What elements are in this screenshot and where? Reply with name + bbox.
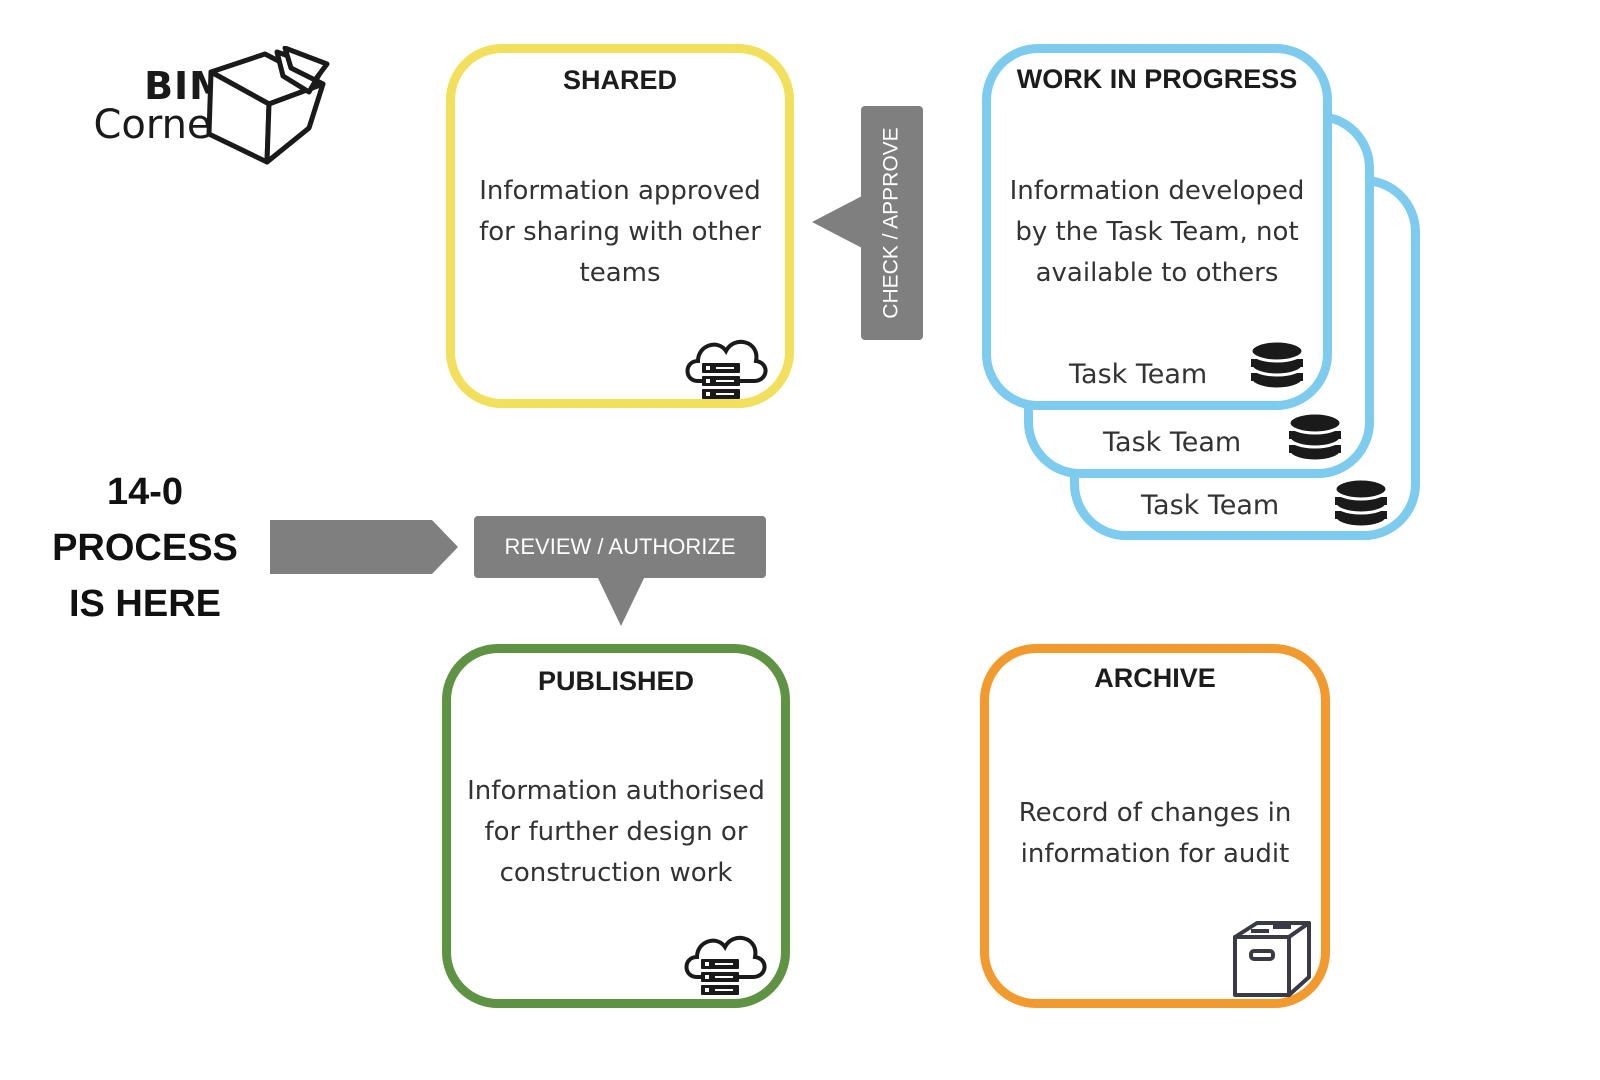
shared-desc-line2: for sharing with other bbox=[479, 217, 761, 247]
side-note-line2: PROCESS bbox=[52, 527, 238, 569]
check-approve-tag: CHECK / APPROVE bbox=[861, 106, 923, 340]
published-desc-line2: for further design or bbox=[484, 817, 748, 847]
task-team-label-3: Task Team bbox=[1141, 490, 1280, 521]
check-approve-pointer-icon bbox=[812, 196, 862, 248]
review-authorize-pointer-icon bbox=[596, 574, 646, 626]
archive-desc-line1: Record of changes in bbox=[1018, 798, 1292, 828]
logo: BIM Corner bbox=[40, 46, 340, 170]
published-desc-line1: Information authorised bbox=[467, 776, 765, 806]
archive-box-icon bbox=[1233, 921, 1311, 997]
task-team-label-2: Task Team bbox=[1103, 427, 1242, 458]
side-note-line1: 14-0 bbox=[106, 471, 184, 513]
archive-desc-line2: information for audit bbox=[1020, 839, 1290, 869]
side-note: 14-0 PROCESS IS HERE bbox=[40, 464, 250, 632]
wip-title: WORK IN PROGRESS bbox=[1016, 64, 1298, 94]
database-icon bbox=[1287, 411, 1343, 463]
logo-text-corner: Corner bbox=[93, 102, 228, 148]
process-arrow-icon bbox=[270, 520, 458, 574]
archive-description: Record of changes in information for aud… bbox=[999, 793, 1311, 875]
open-box-icon bbox=[206, 46, 330, 165]
check-approve-label: CHECK / APPROVE bbox=[880, 127, 904, 319]
published-title: PUBLISHED bbox=[537, 666, 694, 696]
wip-desc-line2: by the Task Team, not bbox=[1015, 217, 1299, 247]
published-box: PUBLISHED Information authorised for fur… bbox=[442, 644, 790, 1008]
database-icon bbox=[1249, 339, 1305, 391]
shared-title: SHARED bbox=[562, 65, 677, 95]
shared-description: Information approved for sharing with ot… bbox=[465, 171, 775, 294]
cloud-server-icon bbox=[684, 936, 767, 995]
published-description: Information authorised for further desig… bbox=[461, 771, 771, 894]
side-note-line3: IS HERE bbox=[68, 583, 222, 625]
wip-description: Information developed by the Task Team, … bbox=[1001, 171, 1313, 294]
review-authorize-tag: REVIEW / AUTHORIZE bbox=[474, 516, 766, 578]
wip-desc-line1: Information developed bbox=[1009, 176, 1305, 206]
shared-desc-line1: Information approved bbox=[479, 176, 761, 206]
database-icon bbox=[1333, 477, 1389, 529]
wip-box: WORK IN PROGRESS Information developed b… bbox=[982, 44, 1332, 410]
archive-box: ARCHIVE Record of changes in information… bbox=[980, 644, 1330, 1008]
wip-desc-line3: available to others bbox=[1035, 258, 1279, 288]
cloud-server-icon bbox=[685, 340, 768, 399]
published-desc-line3: construction work bbox=[499, 858, 733, 888]
archive-title: ARCHIVE bbox=[1094, 663, 1216, 693]
task-team-label-1: Task Team bbox=[1069, 359, 1208, 390]
shared-box: SHARED Information approved for sharing … bbox=[446, 44, 794, 408]
review-authorize-label: REVIEW / AUTHORIZE bbox=[504, 534, 736, 559]
shared-desc-line3: teams bbox=[579, 258, 661, 288]
